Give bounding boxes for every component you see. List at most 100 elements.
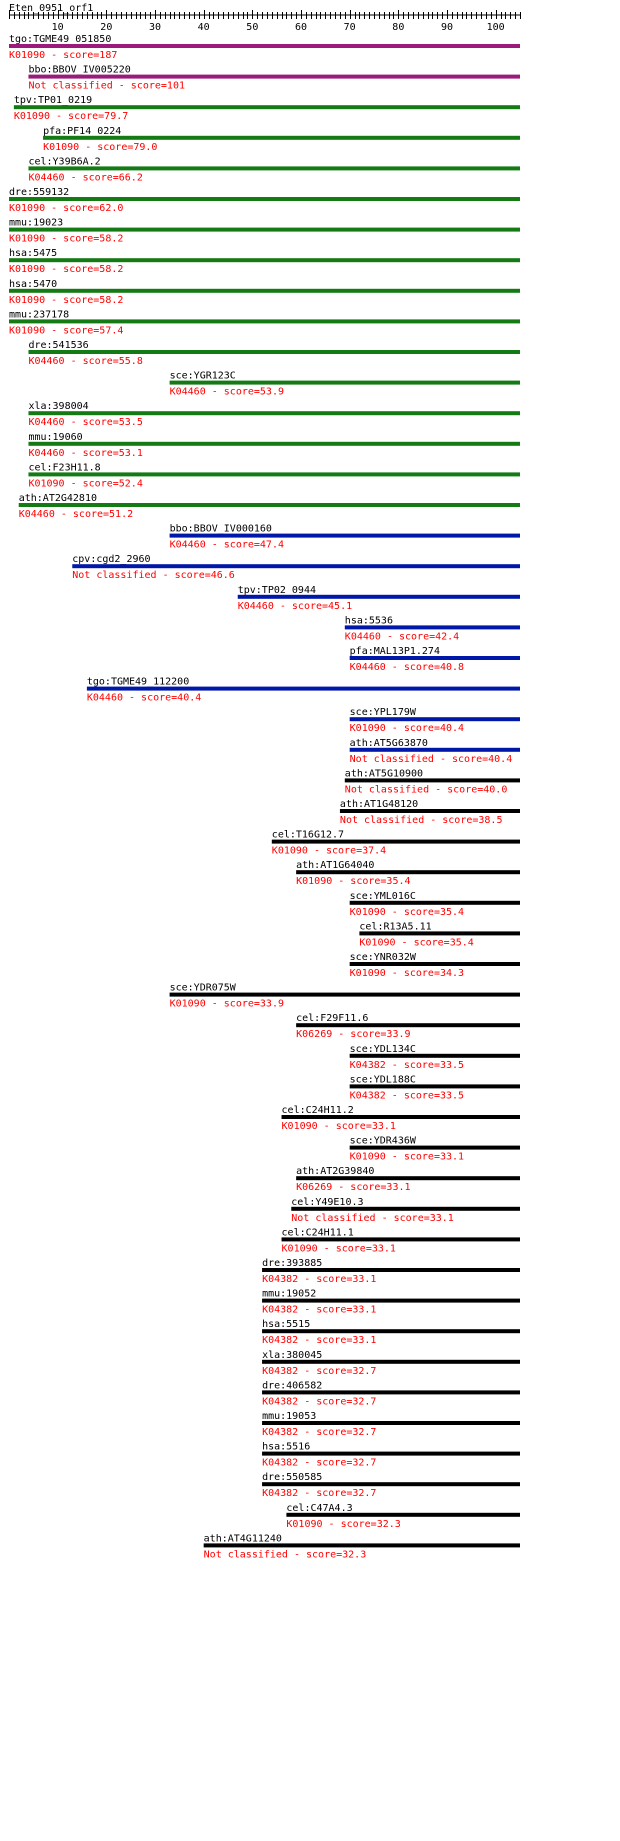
- hit-name-link[interactable]: dre:541536: [28, 340, 88, 351]
- hit-score-link[interactable]: K04382 - score=32.7: [262, 1366, 376, 1377]
- hit-score-link[interactable]: K04382 - score=33.1: [262, 1335, 376, 1346]
- hit-score-link[interactable]: K01090 - score=35.4: [359, 937, 473, 948]
- hit-name-link[interactable]: hsa:5470: [9, 279, 57, 290]
- hit-score-link[interactable]: K04460 - score=45.1: [238, 601, 352, 612]
- hit-name-link[interactable]: cel:F29F11.6: [296, 1013, 368, 1024]
- hit-name-link[interactable]: cel:Y39B6A.2: [28, 156, 100, 167]
- hit-name-link[interactable]: sce:YPL179W: [350, 707, 417, 718]
- hit-name-link[interactable]: tpv:TP02_0944: [238, 585, 316, 596]
- hit-score-link[interactable]: K04382 - score=32.7: [262, 1396, 376, 1407]
- hit-score-link[interactable]: K04460 - score=40.4: [87, 693, 201, 704]
- hit-name-link[interactable]: sce:YDR436W: [350, 1136, 417, 1147]
- hit-score-link[interactable]: Not classified - score=38.5: [340, 815, 503, 826]
- hit-score-link[interactable]: K01090 - score=62.0: [9, 203, 123, 214]
- hit-name-link[interactable]: ath:AT1G64040: [296, 860, 374, 871]
- hit-name-link[interactable]: dre:393885: [262, 1258, 322, 1269]
- hit-name-link[interactable]: tgo:TGME49_051850: [9, 34, 111, 45]
- hit-score-link[interactable]: K04382 - score=33.1: [262, 1274, 376, 1285]
- hit-name-link[interactable]: xla:380045: [262, 1350, 322, 1361]
- hit-name-link[interactable]: ath:AT2G39840: [296, 1166, 374, 1177]
- hit-score-link[interactable]: K01090 - score=58.2: [9, 295, 123, 306]
- hit-name-link[interactable]: sce:YML016C: [350, 891, 416, 902]
- hit-name-link[interactable]: cel:Y49E10.3: [291, 1197, 363, 1208]
- hit-score-link[interactable]: K01090 - score=34.3: [350, 968, 464, 979]
- hit-score-link[interactable]: K04460 - score=40.8: [350, 662, 464, 673]
- hit-score-link[interactable]: K01090 - score=37.4: [272, 846, 386, 857]
- hit-score-link[interactable]: K04382 - score=33.5: [350, 1060, 464, 1071]
- hit-name-link[interactable]: bbo:BBOV_IV000160: [170, 524, 272, 535]
- hit-name-link[interactable]: xla:398004: [28, 401, 88, 412]
- hit-score-link[interactable]: K01090 - score=187: [9, 50, 117, 61]
- hit-name-link[interactable]: sce:YDR075W: [170, 983, 237, 994]
- hit-score-link[interactable]: K04382 - score=32.7: [262, 1458, 376, 1469]
- hit-name-link[interactable]: dre:406582: [262, 1380, 322, 1391]
- hit-name-link[interactable]: hsa:5536: [345, 615, 393, 626]
- hit-name-link[interactable]: cpv:cgd2_2960: [72, 554, 150, 565]
- hit-score-link[interactable]: Not classified - score=33.1: [291, 1213, 454, 1224]
- hit-name-link[interactable]: sce:YNR032W: [350, 952, 417, 963]
- hit-score-link[interactable]: K04460 - score=51.2: [19, 509, 133, 520]
- hit-score-link[interactable]: K04382 - score=33.5: [350, 1090, 464, 1101]
- hit-score-link[interactable]: K06269 - score=33.9: [296, 1029, 410, 1040]
- hit-score-link[interactable]: K01090 - score=40.4: [350, 723, 464, 734]
- hit-name-link[interactable]: mmu:19053: [262, 1411, 316, 1422]
- hit-score-link[interactable]: K04460 - score=53.1: [28, 448, 142, 459]
- hit-name-link[interactable]: ath:AT5G63870: [350, 738, 428, 749]
- hit-score-link[interactable]: K01090 - score=57.4: [9, 325, 123, 336]
- hit-name-link[interactable]: dre:550585: [262, 1472, 322, 1483]
- hit-name-link[interactable]: cel:T16G12.7: [272, 830, 344, 841]
- hit-score-link[interactable]: K01090 - score=58.2: [9, 264, 123, 275]
- hit-score-link[interactable]: K04460 - score=47.4: [170, 540, 284, 551]
- hit-name-link[interactable]: sce:YDL134C: [350, 1044, 416, 1055]
- hit-score-link[interactable]: Not classified - score=40.4: [350, 754, 513, 765]
- hit-score-link[interactable]: K04460 - score=42.4: [345, 631, 459, 642]
- hit-score-link[interactable]: K06269 - score=33.1: [296, 1182, 410, 1193]
- hit-name-link[interactable]: ath:AT5G10900: [345, 768, 423, 779]
- hit-score-link[interactable]: Not classified - score=32.3: [204, 1549, 367, 1560]
- hit-name-link[interactable]: hsa:5475: [9, 248, 57, 259]
- hit-score-link[interactable]: K01090 - score=79.7: [14, 111, 128, 122]
- hit-score-link[interactable]: K04382 - score=32.7: [262, 1488, 376, 1499]
- hit-score-link[interactable]: K01090 - score=58.2: [9, 234, 123, 245]
- hit-name-link[interactable]: sce:YDL188C: [350, 1074, 416, 1085]
- hit-name-link[interactable]: mmu:19023: [9, 218, 63, 229]
- hit-name-link[interactable]: cel:C24H11.1: [282, 1227, 354, 1238]
- hit-name-link[interactable]: ath:AT2G42810: [19, 493, 97, 504]
- hit-name-link[interactable]: cel:R13A5.11: [359, 921, 431, 932]
- hit-score-link[interactable]: K04460 - score=66.2: [28, 172, 142, 183]
- hit-name-link[interactable]: sce:YGR123C: [170, 371, 236, 382]
- hit-name-link[interactable]: mmu:19060: [28, 432, 82, 443]
- hit-score-link[interactable]: K04460 - score=55.8: [28, 356, 142, 367]
- hit-score-link[interactable]: K01090 - score=33.1: [282, 1121, 396, 1132]
- hit-name-link[interactable]: tpv:TP01_0219: [14, 95, 92, 106]
- hit-name-link[interactable]: hsa:5516: [262, 1442, 310, 1453]
- hit-name-link[interactable]: bbo:BBOV_IV005220: [28, 65, 130, 76]
- hit-score-link[interactable]: K04382 - score=33.1: [262, 1305, 376, 1316]
- hit-name-link[interactable]: ath:AT4G11240: [204, 1533, 282, 1544]
- hit-name-link[interactable]: tgo:TGME49_112200: [87, 677, 189, 688]
- hit-score-link[interactable]: K04460 - score=53.9: [170, 387, 284, 398]
- hit-score-link[interactable]: K04382 - score=32.7: [262, 1427, 376, 1438]
- hit-score-link[interactable]: K01090 - score=35.4: [350, 907, 464, 918]
- hit-name-link[interactable]: cel:F23H11.8: [28, 462, 100, 473]
- hit-score-link[interactable]: K01090 - score=32.3: [286, 1519, 400, 1530]
- hit-score-link[interactable]: K01090 - score=79.0: [43, 142, 157, 153]
- hit-score-link[interactable]: Not classified - score=40.0: [345, 784, 508, 795]
- hit-score-link[interactable]: K01090 - score=52.4: [28, 478, 142, 489]
- hit-name-link[interactable]: hsa:5515: [262, 1319, 310, 1330]
- hit-score-link[interactable]: K01090 - score=33.1: [350, 1152, 464, 1163]
- hit-score-link[interactable]: K01090 - score=33.1: [282, 1243, 396, 1254]
- hit-name-link[interactable]: cel:C47A4.3: [286, 1503, 352, 1514]
- hit-score-link[interactable]: K01090 - score=35.4: [296, 876, 410, 887]
- hit-name-link[interactable]: pfa:MAL13P1.274: [350, 646, 440, 657]
- hit-score-link[interactable]: Not classified - score=46.6: [72, 570, 235, 581]
- hit-name-link[interactable]: cel:C24H11.2: [282, 1105, 354, 1116]
- hit-name-link[interactable]: mmu:237178: [9, 309, 69, 320]
- hit-score-link[interactable]: Not classified - score=101: [28, 81, 185, 92]
- hit-score-link[interactable]: K04460 - score=53.5: [28, 417, 142, 428]
- hit-score-link[interactable]: K01090 - score=33.9: [170, 999, 284, 1010]
- hit-name-link[interactable]: ath:AT1G48120: [340, 799, 418, 810]
- hit-name-link[interactable]: dre:559132: [9, 187, 69, 198]
- hit-name-link[interactable]: pfa:PF14_0224: [43, 126, 121, 137]
- hit-name-link[interactable]: mmu:19052: [262, 1289, 316, 1300]
